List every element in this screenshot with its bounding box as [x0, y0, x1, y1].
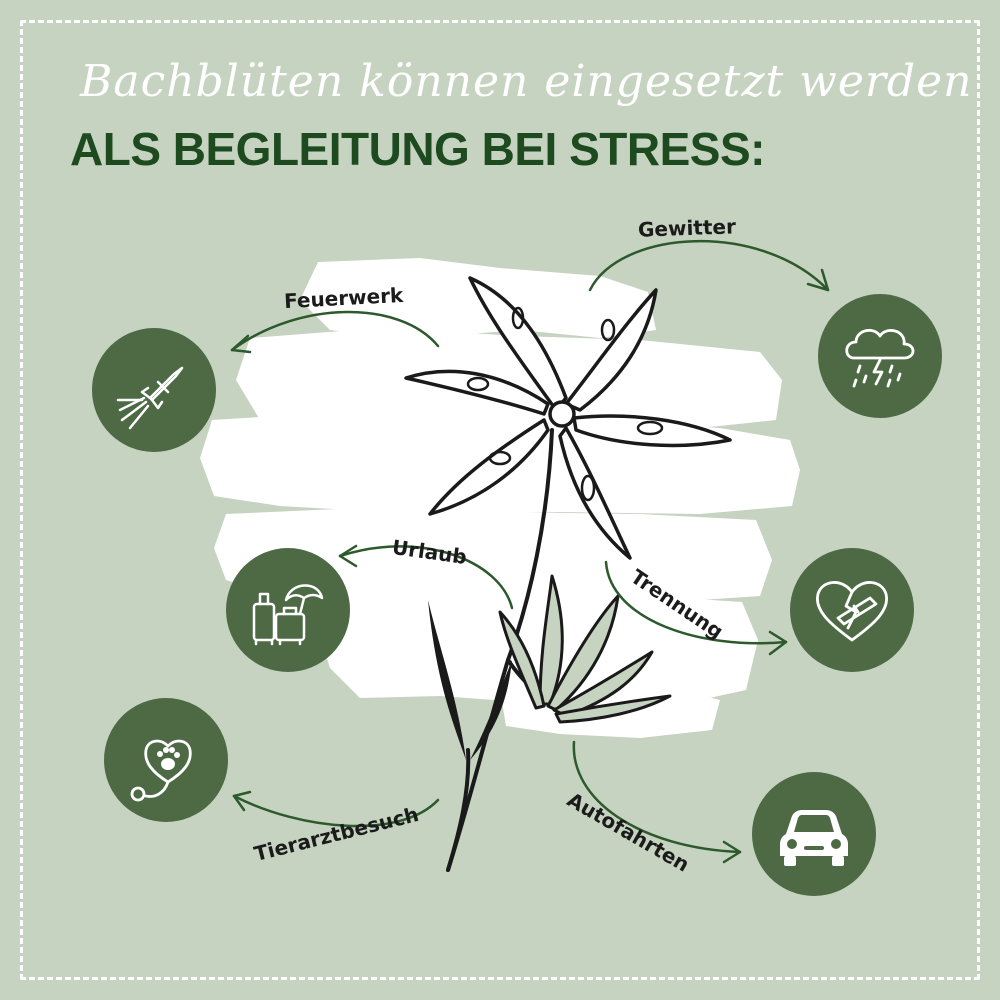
- thunderstorm-cloud-icon: [845, 328, 915, 388]
- petal-details: [466, 306, 664, 502]
- open-bloom: [404, 276, 732, 560]
- circle-trennung: [790, 548, 914, 672]
- label-gewitter: Gewitter: [637, 214, 737, 242]
- circle-gewitter: [818, 294, 942, 418]
- stethoscope-paw-icon: [130, 739, 192, 802]
- rocket-firework-icon: [116, 366, 184, 430]
- dashed-frame: [20, 20, 980, 980]
- headline: ALS BEGLEITUNG BEI STRESS:: [70, 123, 765, 175]
- luggage-umbrella-icon: [252, 584, 324, 646]
- circle-autofahrten: [752, 772, 876, 896]
- script-subtitle: Bachblüten können eingesetzt werden: [80, 56, 973, 107]
- arrows: [230, 240, 830, 864]
- circle-tierarztbesuch: [104, 698, 228, 822]
- car-icon: [780, 810, 848, 866]
- bud-flower: [498, 574, 672, 724]
- circle-urlaub: [226, 548, 350, 672]
- broken-heart-icon: [815, 581, 889, 642]
- circle-feuerwerk: [92, 328, 216, 452]
- brush-strokes: [200, 258, 800, 738]
- leaf: [428, 600, 466, 760]
